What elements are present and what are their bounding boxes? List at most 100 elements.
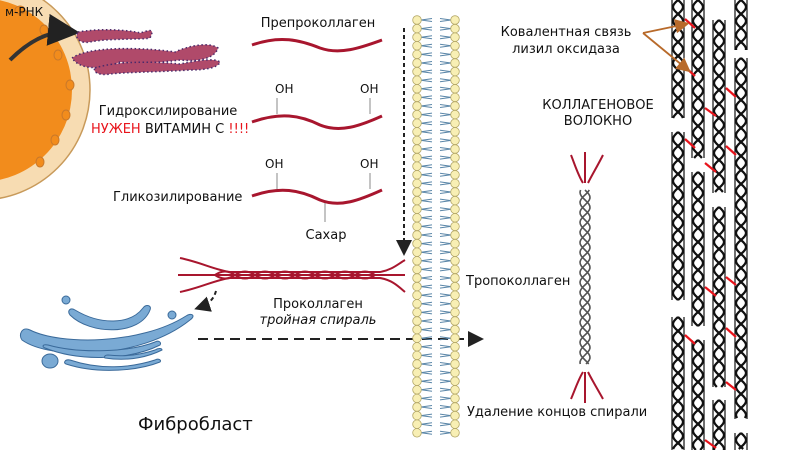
crosslink (725, 145, 737, 156)
cell-membrane (412, 15, 460, 438)
covalent-bond-pointers (642, 19, 691, 73)
lipid-pair (412, 307, 460, 318)
helix-strand (713, 206, 725, 388)
lipid-pair (412, 49, 460, 60)
lipid-pair (412, 350, 460, 361)
fibroblast-label: Фибробласт (138, 414, 253, 435)
lipid-pair (412, 75, 460, 85)
triple-helix-label: тройная спираль (259, 313, 377, 328)
sugar-label: Сахар (305, 228, 347, 243)
lipid-pair (412, 15, 460, 25)
lipid-pair (412, 316, 460, 326)
helix-strand (579, 189, 591, 365)
helix-strand (692, 339, 704, 450)
lipid-pair (412, 170, 460, 180)
helix-strand (713, 206, 725, 388)
lipid-pair (412, 118, 460, 128)
golgi-apparatus (19, 295, 194, 371)
mrna-label: м-РНК (5, 5, 44, 19)
lipid-pair (412, 195, 460, 206)
lipid-pair (412, 41, 460, 51)
crosslink (725, 87, 737, 98)
crosslink (704, 286, 717, 297)
lipid-pair (412, 428, 460, 438)
microfibril (671, 316, 685, 450)
glycosylation-label: Гликозилирование (113, 190, 243, 205)
helix-strand (713, 19, 725, 193)
oh-label-3: OH (265, 157, 284, 171)
lipid-pair (412, 66, 460, 77)
crosslink (684, 334, 696, 345)
lipid-pair (412, 256, 460, 266)
oh-label-2: OH (360, 82, 379, 96)
lipid-pair (412, 230, 460, 240)
helix-strand (672, 131, 684, 301)
lipid-pair (412, 58, 460, 68)
helix-strand (692, 339, 704, 450)
collagen-fiber-label-line2: ВОЛОКНО (563, 114, 633, 129)
lipid-pair (412, 144, 460, 154)
endoplasmic-reticulum (70, 29, 221, 76)
helix-strand (692, 0, 704, 159)
tropocollagen-label: Тропоколлаген (466, 274, 571, 289)
removal-of-ends-label: Удаление концов спирали (467, 405, 648, 420)
crosslink (684, 138, 696, 149)
crosslink (725, 381, 737, 391)
lipid-pair (412, 402, 460, 412)
procollagen-triple-helix (178, 257, 406, 293)
lipid-pair (412, 135, 460, 146)
lipid-pair (412, 299, 460, 309)
lipid-pair (412, 376, 460, 386)
mrna-arrow (8, 13, 80, 62)
to-golgi-arrow (194, 290, 217, 312)
lipid-pair (412, 213, 460, 223)
preprocollagen-chain (251, 38, 383, 53)
tropocollagen (570, 152, 604, 403)
helix-strand (579, 189, 591, 365)
collagen-fiber-label-line1: КОЛЛАГЕНОВОЕ (542, 98, 654, 113)
crosslink (704, 439, 717, 449)
vitamin-c-needed-prefix: НУЖЕН (91, 122, 141, 137)
helix-strand (735, 0, 747, 50)
lipid-pair (412, 273, 460, 283)
crosslink (725, 327, 737, 338)
lipid-pair (412, 161, 460, 171)
helix-strand (672, 316, 684, 450)
helix-strand (735, 432, 744, 450)
crosslink (704, 107, 717, 117)
microfibril (734, 432, 748, 450)
lipid-pair (412, 32, 460, 42)
oh-label-1: OH (275, 82, 294, 96)
microfibril (671, 131, 685, 301)
lipid-pair (412, 23, 460, 34)
helix-strand (672, 316, 684, 450)
lipid-pair (412, 101, 460, 111)
lipid-pair (412, 152, 460, 163)
lipid-pair (412, 178, 460, 189)
helix-strand (735, 57, 747, 419)
lipid-pair (412, 187, 460, 197)
hydroxylated-chain (251, 98, 383, 130)
nucleus (0, 0, 91, 199)
lipid-pair (412, 92, 460, 103)
lipid-pair (412, 204, 460, 214)
lipid-pair (412, 109, 460, 120)
microfibril (691, 171, 705, 327)
lipid-pair (412, 367, 460, 378)
preprocollagen-label: Препроколлаген (260, 16, 376, 31)
lipid-pair (412, 221, 460, 232)
oh-label-4: OH (360, 157, 379, 171)
lipid-pair (412, 385, 460, 395)
lipid-pair (412, 333, 460, 343)
hydroxylation-label: Гидроксилирование (98, 104, 238, 119)
crosslink (725, 276, 737, 286)
microfibril (712, 19, 726, 193)
lipid-pair (412, 393, 460, 404)
glycosylated-chain (251, 173, 383, 222)
microfibril (691, 339, 705, 450)
helix-strand (713, 399, 725, 450)
lipid-pair (412, 238, 460, 249)
crosslink (704, 162, 717, 173)
covalent-bond-label: Ковалентная связь (500, 25, 632, 40)
microfibril (734, 0, 748, 50)
